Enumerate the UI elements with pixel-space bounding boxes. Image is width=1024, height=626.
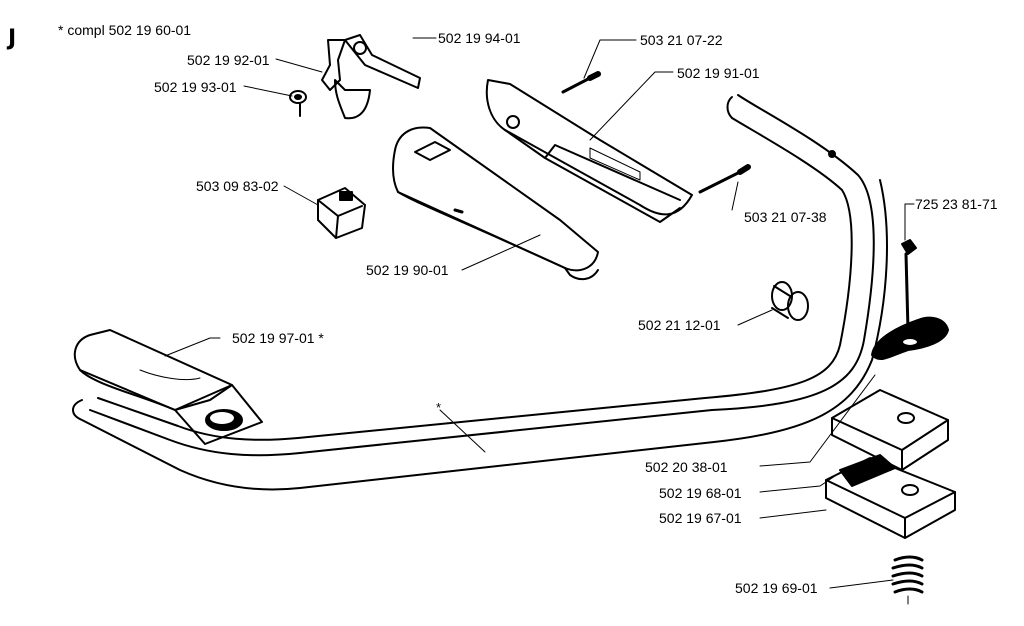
part-label-502-19-67-01: 502 19 67-01 [659, 510, 742, 526]
bolt-725-23-81-71 [901, 239, 917, 332]
section-mark: J [8, 26, 17, 51]
screw-503-21-07-22 [561, 71, 601, 94]
part-label-502-19-90-01: 502 19 90-01 [366, 262, 449, 278]
switch-503-09-83-02 [317, 187, 366, 239]
part-label-502-20-38-01: 502 20 38-01 [645, 459, 728, 475]
part-label-502-19-91-01: 502 19 91-01 [677, 65, 760, 81]
kit-note: * compl 502 19 60-01 [58, 22, 192, 38]
leader-lines [164, 37, 915, 589]
part-label-503-21-07-38: 503 21 07-38 [744, 209, 827, 225]
part-label-502-19-69-01: 502 19 69-01 [735, 580, 818, 596]
tube-kit-star: * [436, 400, 442, 415]
clamp-502-19-68-01 [831, 389, 949, 471]
handle-502-19-90-01 [392, 126, 599, 281]
knob-502-20-38-01 [871, 316, 949, 360]
bushing-502-21-12-01 [771, 281, 809, 321]
handlebar-tube [72, 94, 888, 491]
spring-502-19-69-01 [891, 555, 924, 605]
throttle-lever-502-19-92-01 [321, 39, 371, 120]
screw-503-21-07-38 [698, 164, 751, 194]
handle-cover-502-19-91-01 [485, 79, 693, 223]
part-label-502-19-93-01: 502 19 93-01 [154, 79, 237, 95]
spring-502-19-93-01 [289, 90, 307, 117]
part-label-725-23-81-71: 725 23 81-71 [915, 196, 998, 212]
clamp-502-19-67-01 [825, 454, 956, 539]
part-label-502-19-68-01: 502 19 68-01 [659, 485, 742, 501]
grip-502-19-97-01 [73, 329, 263, 445]
part-label-503-21-07-22: 503 21 07-22 [640, 32, 723, 48]
part-label-502-19-94-01: 502 19 94-01 [438, 30, 521, 46]
part-label-502-19-97-01: 502 19 97-01 * [232, 330, 324, 346]
part-label-503-09-83-02: 503 09 83-02 [196, 178, 279, 194]
part-label-502-19-92-01: 502 19 92-01 [187, 52, 270, 68]
throttle-link-502-19-94-01 [344, 34, 421, 89]
part-label-502-21-12-01: 502 21 12-01 [638, 317, 721, 333]
